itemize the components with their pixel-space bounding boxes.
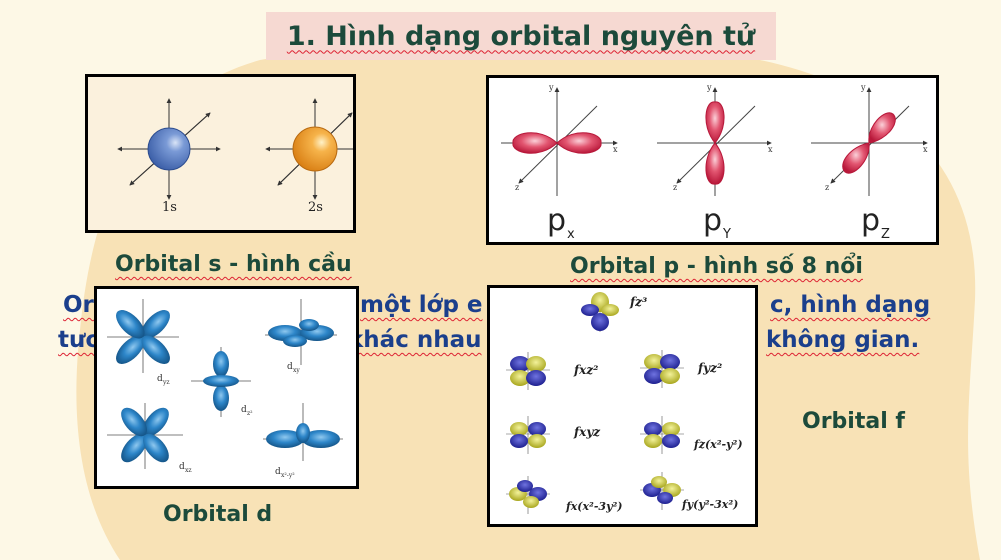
- pz-axis-y: y: [860, 83, 866, 92]
- label-dx2-y2-sub: x²-y²: [281, 472, 295, 479]
- label-dz2: d: [241, 405, 247, 415]
- body-text-line1-left: Or: [63, 292, 94, 318]
- label-pz: p: [861, 203, 880, 238]
- body-text-line1-mid: một lớp e: [360, 292, 483, 318]
- caption-orbital-p: Orbital p - hình số 8 nổi: [570, 254, 863, 279]
- label-px: p: [547, 203, 566, 238]
- label-fxyz: fxyz: [573, 425, 601, 439]
- page-title: 1. Hình dạng orbital nguyên tử: [286, 20, 756, 52]
- p-orbital-image: y x z y x z y x z p x p Y p: [486, 75, 939, 245]
- orbital-fy-y2-3x2: [640, 472, 684, 510]
- orbital-fx-x2-3y2: [506, 476, 550, 514]
- d-orbital-image: d yz d xy d z²: [94, 286, 359, 489]
- orbital-pz: [811, 87, 928, 196]
- label-fy-y2-3x2: fy(y²-3x²): [681, 498, 738, 511]
- orbital-dxz: [107, 403, 183, 469]
- py-axis-z: z: [673, 183, 677, 192]
- caption-orbital-f: Orbital f: [802, 409, 905, 434]
- py-axis-y: y: [706, 83, 712, 92]
- caption-orbital-d: Orbital d: [163, 502, 273, 527]
- orbital-py: [657, 87, 772, 196]
- label-dxy-sub: xy: [293, 367, 300, 374]
- label-2s: 2s: [308, 200, 323, 215]
- label-fyz2: fyz²: [697, 361, 722, 375]
- label-py: p: [703, 203, 722, 238]
- orbital-dz2: [191, 347, 251, 417]
- label-dz2-sub: z²: [247, 410, 253, 417]
- label-dx2-y2: d: [275, 467, 281, 477]
- body-text-line1-right: c, hình dạng: [770, 292, 931, 318]
- px-axis-z: z: [515, 183, 519, 192]
- label-dyz: d: [157, 374, 163, 384]
- label-fxz2: fxz²: [573, 363, 598, 377]
- title-box: 1. Hình dạng orbital nguyên tử: [266, 12, 776, 60]
- label-pz-sub: Z: [881, 227, 890, 242]
- px-axis-x: x: [613, 145, 618, 154]
- body-text-line2-left: tươ: [58, 327, 102, 353]
- orbital-dx2-y2: [263, 403, 343, 461]
- f-orbital-image: fz³ fxz² fyz² fxy: [487, 285, 758, 527]
- label-1s: 1s: [162, 200, 177, 215]
- pz-axis-z: z: [825, 183, 829, 192]
- orbital-fz3: [581, 292, 619, 332]
- label-dxz-sub: xz: [185, 467, 192, 474]
- label-fx-x2-3y2: fx(x²-3y²): [565, 500, 623, 513]
- caption-orbital-s: Orbital s - hình cầu: [115, 252, 352, 277]
- s-orbital-image: 1s 2s: [85, 74, 356, 233]
- orbital-fxz2: [506, 352, 550, 390]
- py-axis-x: x: [768, 145, 773, 154]
- label-dxz: d: [179, 462, 185, 472]
- label-fz-x2-y2: fz(x²-y²): [693, 438, 743, 451]
- orbital-2s: [265, 98, 353, 200]
- label-fz3: fz³: [629, 295, 647, 309]
- orbital-fz-x2-y2: [640, 416, 684, 454]
- orbital-fxyz: [506, 416, 550, 454]
- label-dxy: d: [287, 362, 293, 372]
- label-dyz-sub: yz: [162, 379, 170, 386]
- pz-axis-x: x: [923, 145, 928, 154]
- orbital-dxy: [265, 299, 337, 365]
- label-px-sub: x: [567, 227, 575, 242]
- px-axis-y: y: [548, 83, 554, 92]
- body-text-line2-right: không gian.: [766, 327, 920, 353]
- body-text-line2-mid: khác nhau: [348, 327, 482, 353]
- orbital-fyz2: [640, 350, 684, 388]
- label-py-sub: Y: [722, 227, 731, 242]
- orbital-1s: [117, 98, 221, 200]
- orbital-dyz: [107, 299, 179, 373]
- orbital-px: [501, 87, 618, 196]
